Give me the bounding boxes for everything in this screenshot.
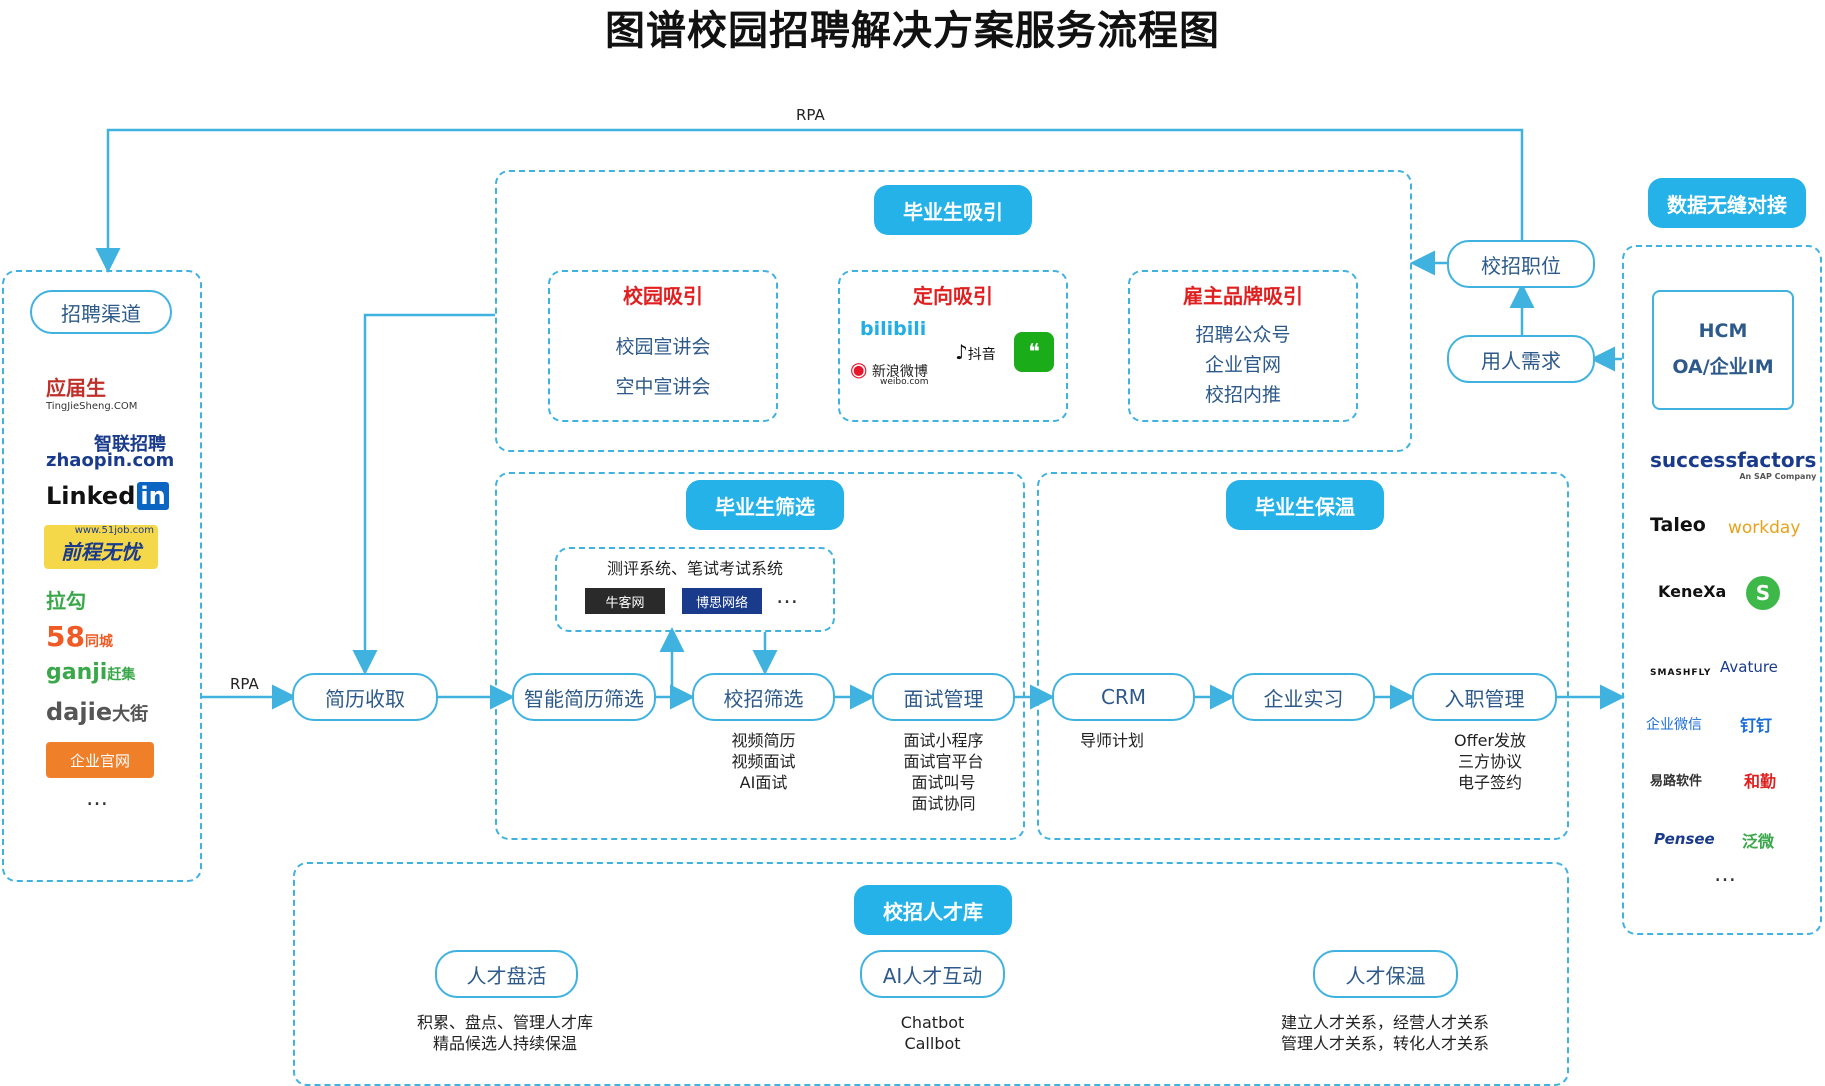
rpa-top-line	[95, 128, 1524, 273]
talent-nurture-items: 建立人才关系，经营人才关系 管理人才关系，转化人才关系	[1280, 1013, 1489, 1053]
demand-node[interactable]: 用人需求	[1447, 335, 1595, 383]
employer-attract-title: 雇主品牌吸引	[1183, 284, 1303, 308]
51job-logo: www.51job.com 前程无忧	[44, 525, 158, 569]
internship-node[interactable]: 企业实习	[1232, 673, 1375, 721]
onboarding-node[interactable]: 入职管理	[1412, 673, 1557, 721]
pensee-logo: Pensee	[1654, 830, 1715, 848]
douyin-logo: ♪抖音	[955, 340, 996, 364]
employer-attract-item: 企业官网	[1204, 354, 1281, 376]
dingtalk-logo: 钉钉	[1740, 716, 1773, 735]
official-site-button[interactable]: 企业官网	[46, 742, 154, 778]
talent-ai-items: Chatbot Callbot	[900, 1013, 965, 1053]
bilibili-logo: bilibili	[860, 318, 927, 340]
talent-nurture-node[interactable]: 人才保温	[1313, 950, 1458, 998]
retention-panel	[1037, 472, 1569, 840]
wechat-icon: ❝	[1014, 332, 1054, 372]
zhaopin-logo: 智联招聘 zhaopin.com	[46, 434, 175, 471]
talent-ai-node[interactable]: AI人才互动	[860, 950, 1005, 998]
campus-screen-node[interactable]: 校招筛选	[692, 673, 835, 721]
lagou-logo: 拉勾	[46, 589, 86, 613]
targeted-attract-title: 定向吸引	[913, 284, 993, 308]
yilu-logo: 易路软件	[1650, 774, 1703, 789]
talent-activate-node[interactable]: 人才盘活	[435, 950, 578, 998]
58-logo: 58同城	[46, 620, 113, 653]
integration-more: …	[1714, 862, 1738, 887]
screening-title: 毕业生筛选	[686, 480, 844, 530]
campus-attract-item: 空中宣讲会	[615, 376, 711, 398]
crm-items: 导师计划	[1079, 731, 1144, 750]
employer-attract-item: 校招内推	[1204, 384, 1281, 406]
workday-logo: workday	[1728, 518, 1801, 538]
test-systems-box	[555, 547, 835, 632]
campus-screen-items: 视频简历 视频面试 AI面试	[731, 731, 796, 792]
campus-attract-item: 校园宣讲会	[615, 336, 711, 358]
talent-pool-panel	[293, 862, 1569, 1086]
campus-jobs-node[interactable]: 校招职位	[1447, 240, 1595, 288]
integration-title: 数据无缝对接	[1648, 178, 1806, 228]
kenexa-logo: KeneXa	[1658, 582, 1727, 601]
avature-logo: Avature	[1720, 658, 1778, 676]
channels-more: …	[86, 786, 110, 811]
wework-logo: 企业微信	[1646, 717, 1702, 733]
attract-to-resume-line	[352, 313, 495, 675]
hcm-label: HCM	[1698, 320, 1748, 342]
weibo-logo: ◉ 新浪微博 weibo.com	[850, 357, 929, 387]
employer-attract-box	[1128, 270, 1358, 422]
test-systems-label: 测评系统、笔试考试系统	[606, 559, 783, 578]
taleo-logo: Taleo	[1650, 514, 1706, 536]
heqin-logo: 和勤	[1744, 772, 1777, 791]
test-vendor-logo: 博思网络	[682, 588, 762, 614]
crm-node[interactable]: CRM	[1052, 673, 1195, 721]
rpa-top-label: RPA	[796, 106, 825, 124]
employer-attract-item: 招聘公众号	[1195, 324, 1291, 346]
retention-title: 毕业生保温	[1226, 480, 1384, 530]
ganji-logo: ganji赶集	[46, 660, 136, 685]
attract-panel	[495, 170, 1412, 452]
integration-panel	[1622, 245, 1822, 935]
weaver-logo: 泛微	[1742, 832, 1775, 851]
hcm-box: HCM OA/企业IM	[1652, 290, 1794, 410]
successfactors-logo: successfactors An SAP Company	[1650, 448, 1817, 481]
interview-node[interactable]: 面试管理	[872, 673, 1015, 721]
talent-activate-items: 积累、盘点、管理人才库 精品候选人持续保温	[416, 1013, 593, 1053]
yingjiesheng-logo: 应届生 TingJieSheng.COM	[46, 376, 138, 412]
onboarding-items: Offer发放 三方协议 电子签约	[1453, 731, 1527, 792]
channels-title: 招聘渠道	[30, 290, 172, 334]
screening-panel	[495, 472, 1025, 840]
page-title: 图谱校园招聘解决方案服务流程图	[605, 8, 1220, 54]
smashfly-logo: SMASHFLY	[1650, 668, 1712, 678]
resume-collect-node[interactable]: 简历收取	[292, 673, 438, 721]
channels-panel	[2, 270, 202, 882]
talent-pool-title: 校招人才库	[854, 885, 1012, 935]
oa-label: OA/企业IM	[1672, 356, 1774, 378]
campus-attract-box	[548, 270, 778, 422]
dajie-logo: dajie大街	[46, 698, 149, 726]
test-more: …	[776, 584, 800, 609]
interview-items: 面试小程序 面试官平台 面试叫号 面试协同	[903, 731, 984, 813]
smart-screen-node[interactable]: 智能简历筛选	[512, 673, 656, 721]
nowcoder-logo: 牛客网	[585, 588, 665, 614]
rpa-left-label: RPA	[230, 675, 259, 693]
s-logo-icon: S	[1746, 576, 1780, 610]
campus-attract-title: 校园吸引	[623, 284, 703, 308]
attract-title: 毕业生吸引	[874, 185, 1032, 235]
targeted-attract-box	[838, 270, 1068, 422]
